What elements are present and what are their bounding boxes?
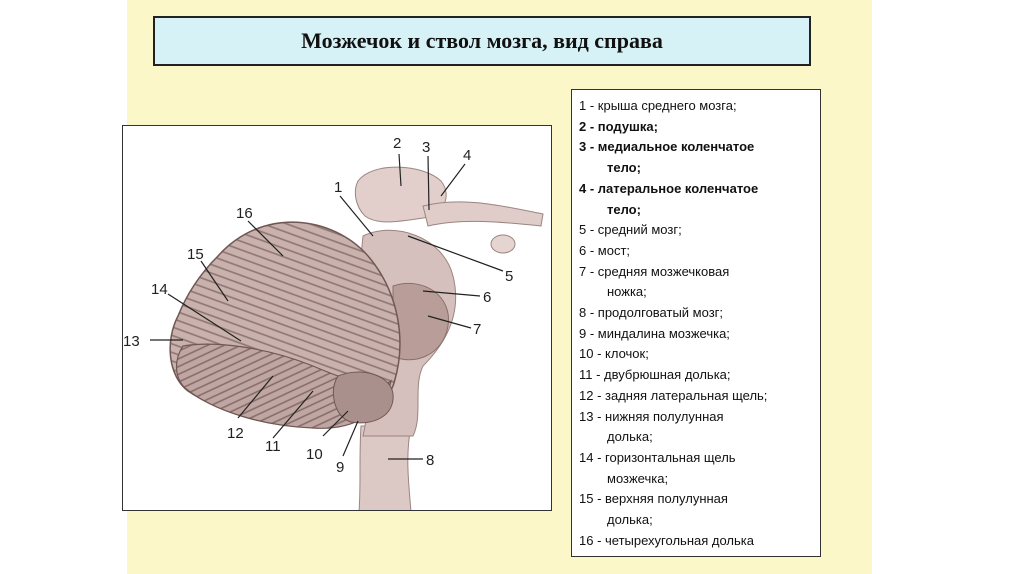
legend-item-12: 12 - задняя латеральная щель; [579,386,820,407]
figure-label-2: 2 [393,135,401,152]
figure-label-5: 5 [505,268,513,285]
legend-item-11: 11 - двубрюшная долька; [579,365,820,386]
figure-label-15: 15 [187,246,204,263]
figure-label-3: 3 [422,139,430,156]
legend-item-6: 6 - мост; [579,241,820,262]
figure-label-12: 12 [227,425,244,442]
figure-label-7: 7 [473,321,481,338]
geniculate-body-shape [491,235,515,253]
page-title: Мозжечок и ствол мозга, вид справа [301,28,663,54]
figure-label-9: 9 [336,459,344,476]
tonsil-shape [333,372,393,423]
cerebellum-illustration: 1 2 3 4 5 6 7 8 9 10 11 12 13 14 15 16 [123,126,552,511]
legend-box: 1 - крыша среднего мозга; 2 - подушка; 3… [571,89,821,557]
title-box: Мозжечок и ствол мозга, вид справа [153,16,811,66]
legend-item-5: 5 - средний мозг; [579,220,820,241]
legend-item-10: 10 - клочок; [579,344,820,365]
figure-label-13: 13 [123,333,140,350]
anatomy-figure: 1 2 3 4 5 6 7 8 9 10 11 12 13 14 15 16 [122,125,552,511]
medulla-shape [359,426,411,511]
figure-label-16: 16 [236,205,253,222]
legend-item-9: 9 - миндалина мозжечка; [579,324,820,345]
figure-label-11: 11 [265,438,281,455]
figure-label-10: 10 [306,446,323,463]
optic-tract-shape [423,202,543,226]
legend-item-16: 16 - четырехугольная долька [579,531,820,552]
figure-label-8: 8 [426,452,434,469]
figure-label-6: 6 [483,289,491,306]
figure-label-4: 4 [463,147,471,164]
legend-item-2: 2 - подушка; [579,117,820,138]
figure-label-14: 14 [151,281,168,298]
legend-item-1: 1 - крыша среднего мозга; [579,96,820,117]
legend-item-8: 8 - продолговатый мозг; [579,303,820,324]
figure-label-1: 1 [334,179,342,196]
